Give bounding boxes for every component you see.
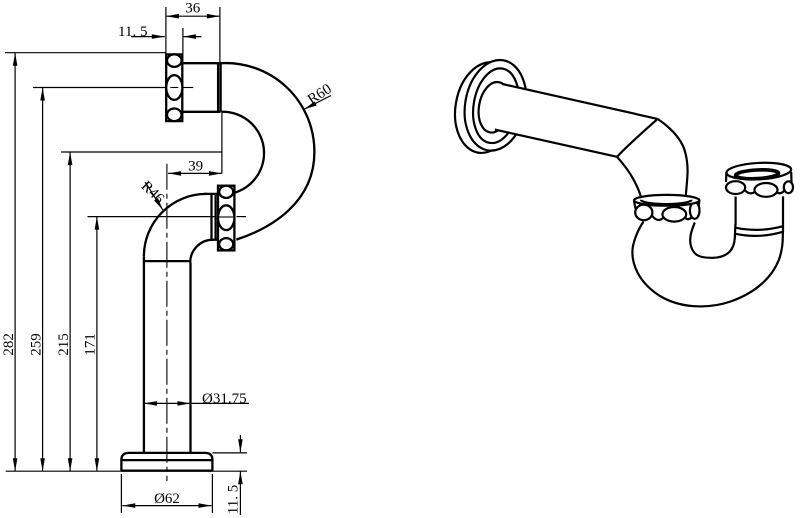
svg-text:282: 282 [1, 333, 17, 356]
svg-text:36: 36 [185, 1, 201, 17]
svg-text:11. 5: 11. 5 [118, 24, 147, 40]
svg-text:39: 39 [188, 158, 203, 174]
svg-text:R46: R46 [138, 178, 167, 207]
svg-text:11. 5: 11. 5 [226, 485, 242, 514]
svg-text:215: 215 [56, 333, 72, 356]
svg-text:259: 259 [28, 333, 44, 356]
svg-text:Ø31.75: Ø31.75 [202, 391, 247, 407]
svg-text:Ø62: Ø62 [154, 491, 180, 507]
svg-text:R60: R60 [305, 81, 335, 108]
svg-text:171: 171 [83, 333, 99, 356]
